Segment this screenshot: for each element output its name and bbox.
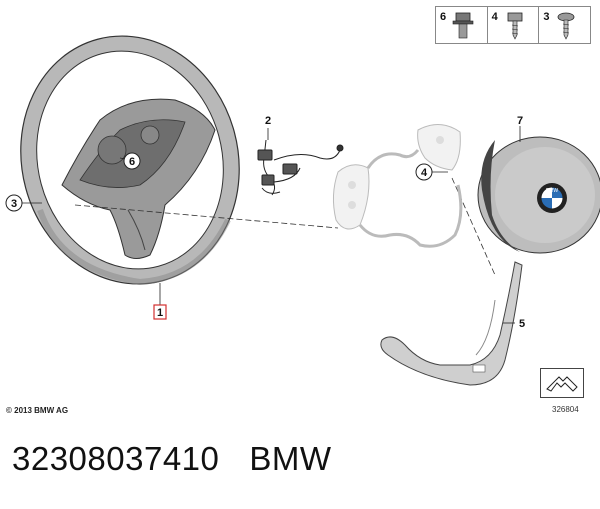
torx-screw-icon — [557, 12, 575, 40]
leader-lines — [22, 126, 521, 324]
legend-number: 4 — [491, 11, 498, 23]
multifunction-switch-right — [417, 124, 461, 171]
airbag-module — [477, 136, 600, 254]
callout-4: 4 — [421, 167, 428, 179]
part-number: 32308037410 — [12, 440, 220, 477]
callout-2: 2 — [265, 115, 271, 127]
reference-number: 326804 — [552, 405, 579, 414]
callout-1: 1 — [157, 307, 163, 319]
legend-number: 3 — [543, 11, 550, 23]
m-badge — [472, 364, 486, 373]
callout-6: 6 — [129, 156, 135, 168]
steering-trim-cover — [380, 261, 523, 386]
callout-5: 5 — [519, 318, 525, 330]
legend-item-6: 6 — [436, 7, 488, 43]
legend-item-4: 4 — [488, 7, 540, 43]
callout-7: 7 — [517, 115, 523, 127]
fastener-legend: 6 4 3 — [435, 6, 591, 44]
arrow-nav-icon — [540, 368, 584, 398]
legend-number: 6 — [440, 11, 447, 23]
callout-1-highlight — [153, 304, 167, 320]
legend-item-3: 3 — [539, 7, 590, 43]
copyright-notice: © 2013 BMW AG — [6, 406, 69, 415]
brand-name: BMW — [249, 440, 332, 477]
wiring-harness — [257, 139, 344, 196]
callouts: 6 3 4 2 7 5 1 — [5, 115, 525, 330]
airbag-badge-text: BMW — [546, 188, 559, 194]
part-caption: 32308037410 BMW — [12, 440, 332, 478]
multifunction-switch-left — [332, 164, 370, 230]
flange-bolt-icon — [452, 12, 474, 39]
switch-cable — [358, 149, 463, 248]
callout-3: 3 — [11, 198, 17, 210]
hex-screw-icon — [507, 12, 523, 40]
